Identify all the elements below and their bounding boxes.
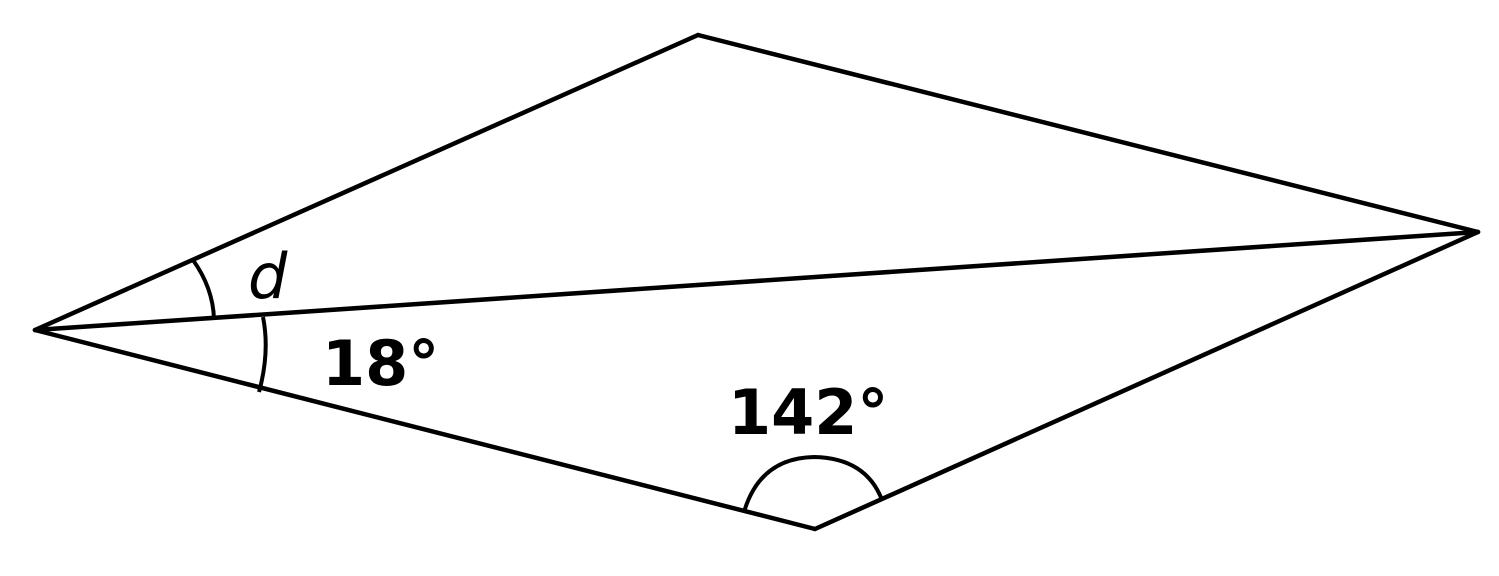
side-left-top — [32, 32, 701, 333]
angle-arc-d — [191, 258, 216, 320]
side-top-right — [695, 32, 1481, 235]
label-angle-d: d — [248, 240, 288, 313]
label-angle-142: 142° — [728, 376, 888, 449]
diagonal — [32, 229, 1481, 333]
angle-arc-18 — [257, 316, 268, 393]
angle-arc-142 — [742, 454, 884, 513]
label-angle-18: 18° — [322, 327, 439, 400]
side-bottom-left — [32, 327, 818, 532]
side-right-bottom — [812, 229, 1481, 532]
